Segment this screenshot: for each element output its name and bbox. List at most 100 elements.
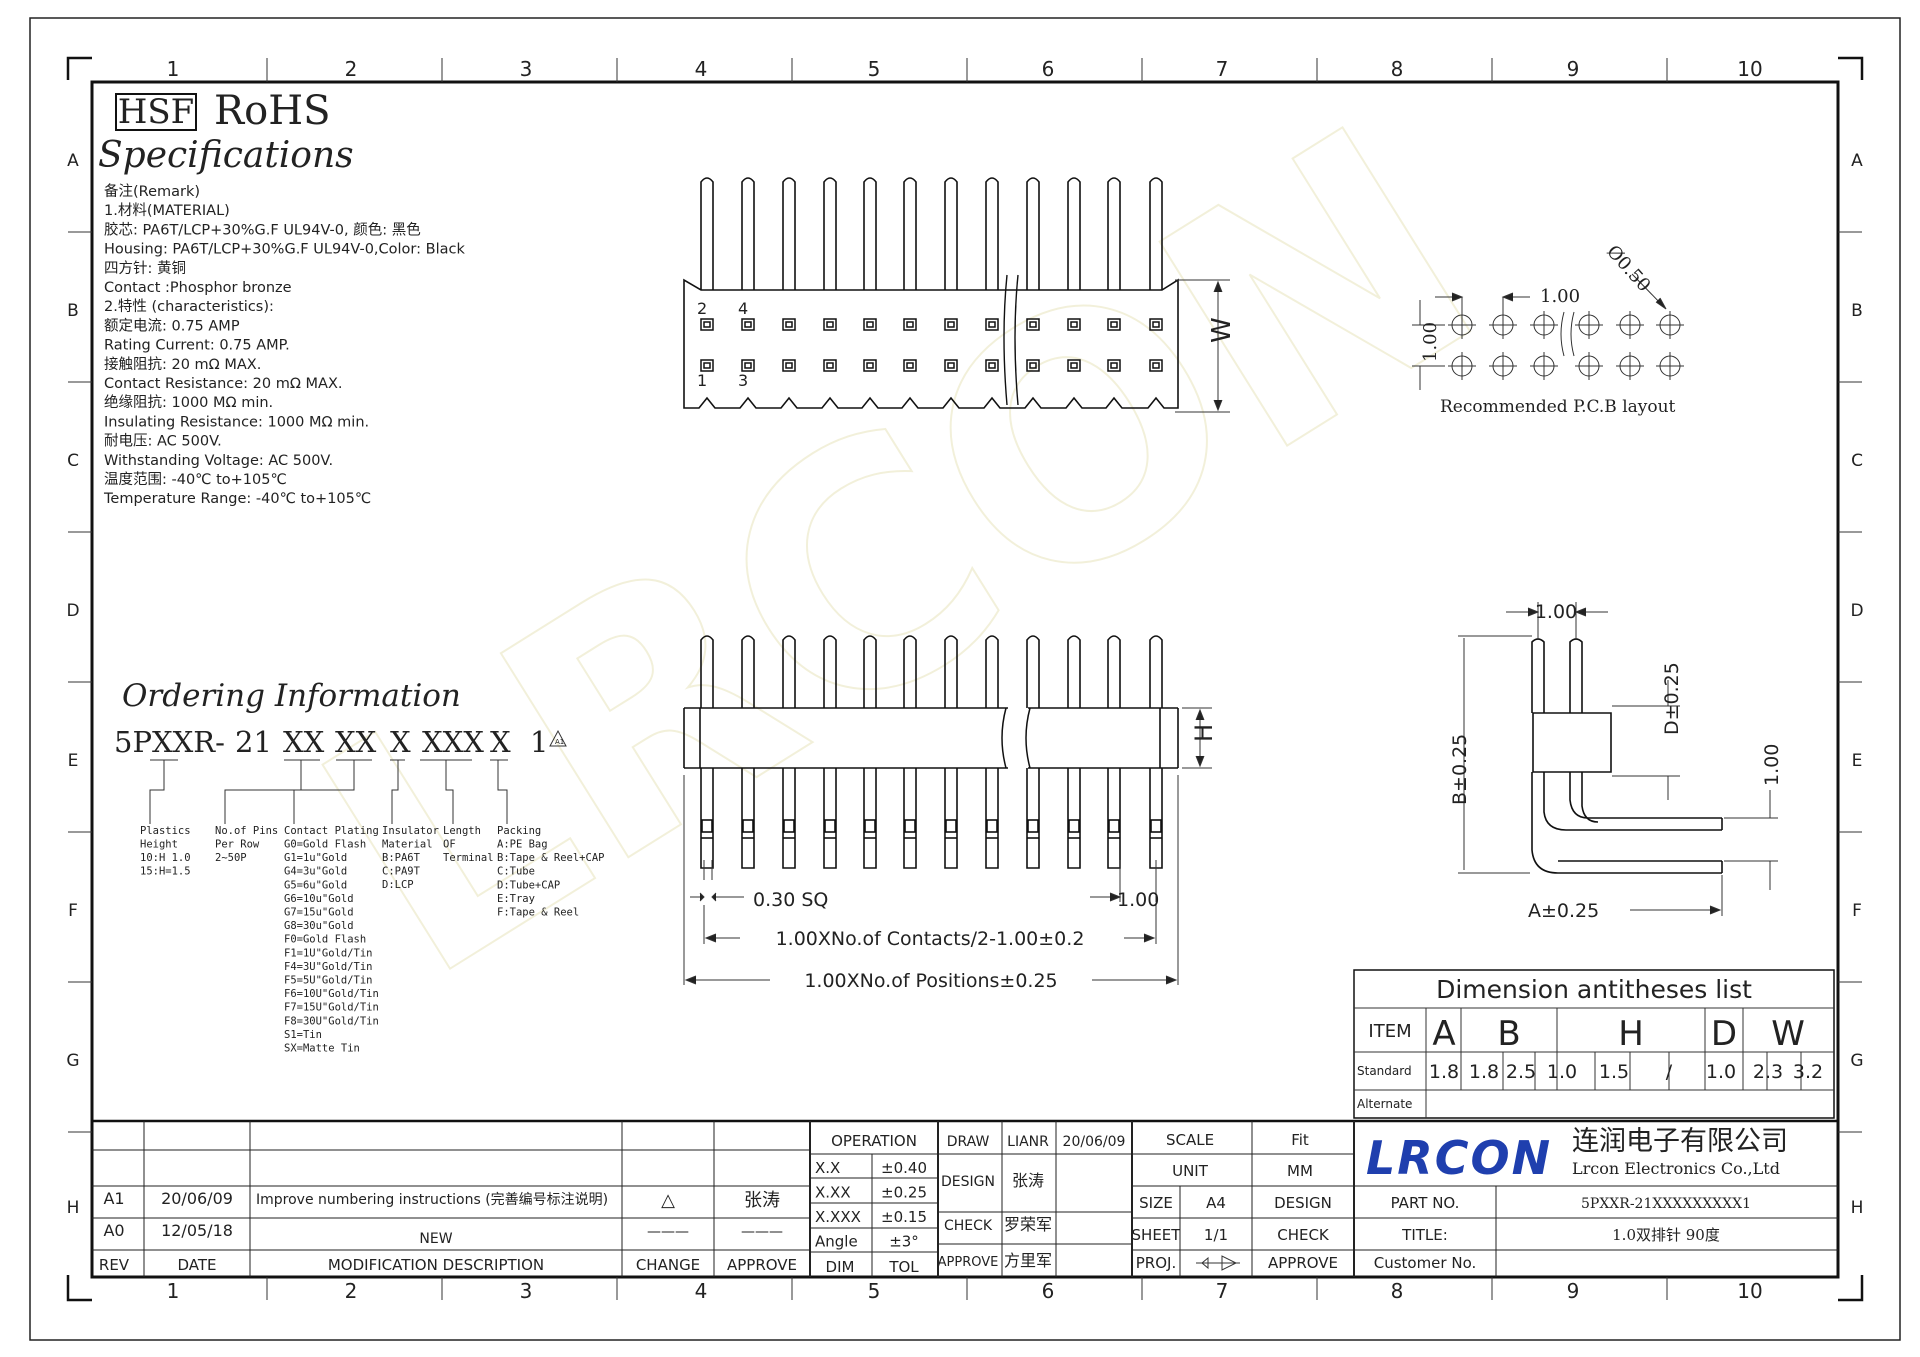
- row-label-left: F: [68, 901, 78, 921]
- order-legend-line: C:Tube: [497, 866, 535, 878]
- pcb-hole-dia: Ø0.50: [1602, 241, 1654, 296]
- operation-label: OPERATION: [831, 1132, 917, 1150]
- scale-label: SCALE: [1166, 1131, 1214, 1149]
- front-pin-lower: [985, 768, 999, 869]
- pin-num-1: 1: [697, 371, 707, 390]
- col-label-bottom: 9: [1567, 1279, 1580, 1303]
- dim-table-header: W: [1771, 1014, 1805, 1054]
- rev-triangle-icon: [549, 729, 567, 747]
- dim-d: D±0.25: [1661, 662, 1683, 735]
- remark-line: 耐电压: AC 500V.: [104, 433, 222, 450]
- order-legend-line: E:Tray: [497, 893, 535, 905]
- top-pin: [903, 177, 917, 290]
- dim-table-value: 1.0: [1706, 1061, 1736, 1083]
- approve-label-2: APPROVE: [1268, 1254, 1338, 1272]
- dim-table-value: 3.2: [1793, 1061, 1823, 1083]
- order-legend-line: B:Tape & Reel+CAP: [497, 852, 604, 864]
- remark-line: 接触阻抗: 20 mΩ MAX.: [104, 356, 261, 373]
- top-pin: [1149, 177, 1163, 290]
- front-pin-notch: [1068, 819, 1080, 833]
- front-pin-notch: [986, 819, 998, 833]
- top-view: 2 4 1 3 W: [683, 177, 1237, 413]
- front-pin-upper: [1026, 635, 1040, 708]
- pin-pad: [1026, 359, 1040, 372]
- pin-pad: [823, 359, 837, 372]
- rohs-mark: RoHS: [214, 88, 330, 134]
- size-label: SIZE: [1139, 1194, 1173, 1212]
- dim-label: DIM: [826, 1258, 855, 1276]
- tolerance-value: ±0.15: [881, 1208, 927, 1226]
- design-name: 张涛: [1012, 1171, 1044, 1190]
- front-pin-upper: [782, 635, 796, 708]
- hsf-box: [115, 93, 197, 131]
- front-pin-lower: [863, 768, 877, 869]
- remark-line: Housing: PA6T/LCP+30%G.F UL94V-0,Color: …: [104, 242, 465, 258]
- col-label-bottom: 6: [1042, 1279, 1055, 1303]
- inner-border: [90, 80, 1840, 1279]
- remark-line: 备注(Remark): [104, 183, 200, 200]
- rev-header: MODIFICATION DESCRIPTION: [328, 1256, 544, 1274]
- rev-code: A1: [103, 1189, 124, 1208]
- dim-table-header: H: [1618, 1014, 1644, 1054]
- order-legend-line: F:Tape & Reel: [497, 907, 579, 919]
- tolerance-value: ±0.40: [881, 1159, 927, 1177]
- outer-frame: [29, 17, 1901, 1341]
- order-legend-line: F6=10U"Gold/Tin: [284, 988, 379, 1000]
- watermark-text: LRCON: [262, 56, 1537, 1051]
- dim-table-value: 2.5: [1506, 1061, 1536, 1083]
- remark-line: 额定电流: 0.75 AMP: [104, 317, 240, 334]
- col-label-bottom: 3: [520, 1279, 533, 1303]
- sheet-value: 1/1: [1204, 1226, 1228, 1244]
- order-legend-line: G1=1u"Gold: [284, 852, 347, 864]
- top-pin: [985, 177, 999, 290]
- order-legend-line: D:LCP: [382, 879, 414, 891]
- remark-line: 胶芯: PA6T/LCP+30%G.F UL94V-0, 颜色: 黑色: [104, 221, 421, 238]
- pin-pad: [1107, 318, 1121, 331]
- check-label: CHECK: [944, 1218, 993, 1234]
- pin-pad-inner: [1110, 321, 1118, 328]
- order-legend-line: A:PE Bag: [497, 839, 548, 851]
- tolerance-value: ±0.25: [881, 1184, 927, 1202]
- order-legend-line: G0=Gold Flash: [284, 839, 366, 851]
- pcb-break-line: [1560, 311, 1575, 357]
- order-leader: [149, 760, 165, 824]
- design-label-2: DESIGN: [1274, 1194, 1332, 1212]
- col-label-top: 5: [868, 57, 881, 81]
- pin-pad: [863, 318, 877, 331]
- company-name-cn: 连润电子有限公司: [1572, 1126, 1788, 1157]
- pin-pad-inner: [1070, 362, 1078, 369]
- pin-pad: [944, 318, 958, 331]
- pin-pad: [1067, 359, 1081, 372]
- remark-line: Contact :Phosphor bronze: [104, 280, 292, 296]
- front-pin-upper: [985, 635, 999, 708]
- front-pin-lower: [741, 768, 755, 869]
- rev-approve: 张涛: [744, 1190, 780, 1211]
- col-label-bottom: 10: [1737, 1279, 1762, 1303]
- pin-pad: [985, 359, 999, 372]
- pin-pad-inner: [866, 321, 874, 328]
- remark-line: Temperature Range: -40℃ to+105℃: [103, 491, 371, 507]
- pin-pad-inner: [947, 362, 955, 369]
- pin-pad: [782, 318, 796, 331]
- pin-pad-inner: [906, 362, 914, 369]
- row-label-right: G: [1850, 1051, 1863, 1071]
- scale-value: Fit: [1291, 1131, 1309, 1149]
- hsf-mark: HSF: [118, 92, 195, 132]
- col-label-bottom: 4: [695, 1279, 708, 1303]
- front-view: H 0.30 SQ 1.00 1.00XNo.of Contacts/2-1.0…: [683, 635, 1218, 992]
- col-label-top: 8: [1391, 57, 1404, 81]
- front-pin-lower: [823, 768, 837, 869]
- pin-pad-inner: [988, 362, 996, 369]
- dim-table-value: 1.5: [1599, 1061, 1629, 1083]
- pin-pad: [985, 318, 999, 331]
- row-label-right: E: [1852, 751, 1863, 771]
- top-pin: [700, 177, 714, 290]
- pin-pad: [944, 359, 958, 372]
- positions-dim: 1.00XNo.of Positions±0.25: [804, 970, 1057, 992]
- top-pin: [823, 177, 837, 290]
- remark-line: 1.材料(MATERIAL): [104, 202, 230, 219]
